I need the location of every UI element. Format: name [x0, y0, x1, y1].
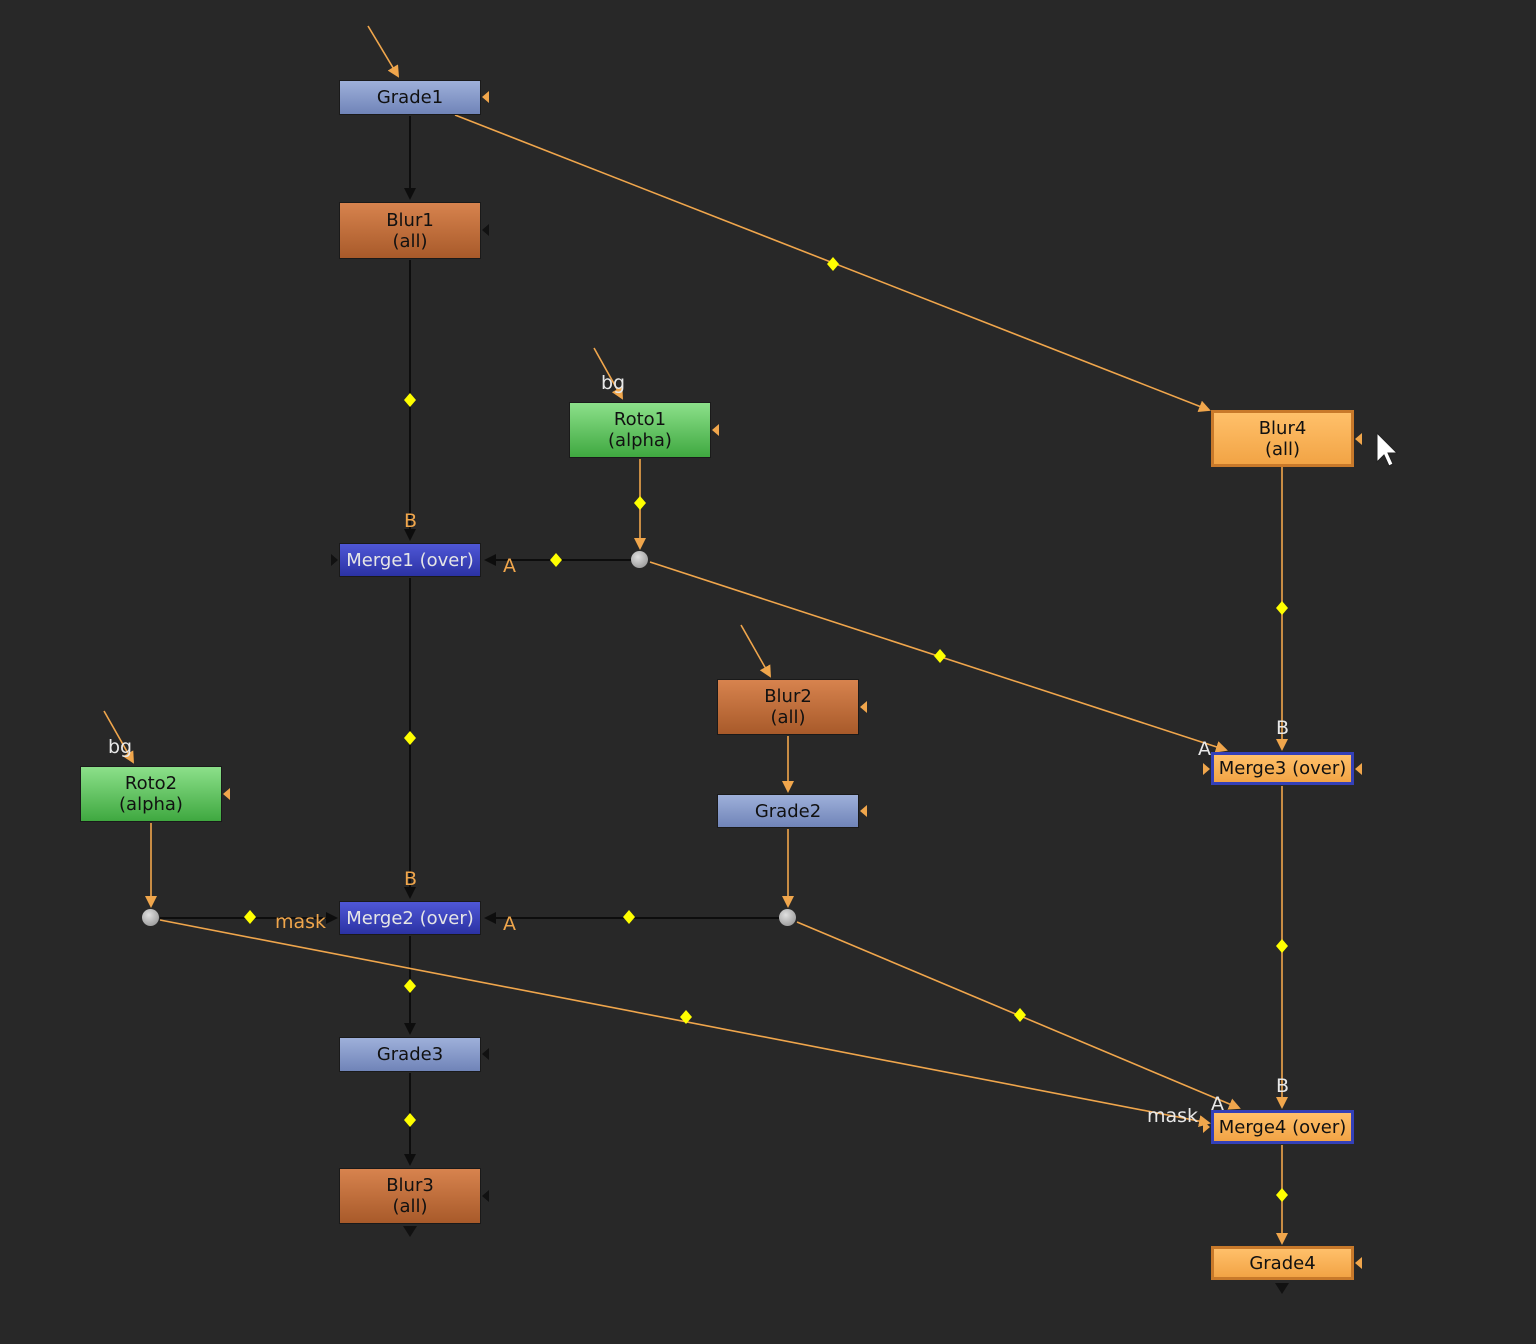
blur2-mask-input-arrow[interactable]: [860, 701, 867, 713]
node-roto1[interactable]: Roto1 (alpha): [569, 402, 711, 458]
pipe-elbow-handle[interactable]: [244, 910, 256, 924]
dot-node-roto2[interactable]: [142, 909, 159, 926]
merge1-a-input-label: A: [503, 555, 516, 577]
pipe-elbow-handle[interactable]: [404, 979, 416, 993]
node-blur3[interactable]: Blur3 (all): [339, 1168, 481, 1224]
node-grade4[interactable]: Grade4: [1211, 1246, 1354, 1280]
pipe-elbow-handle[interactable]: [1276, 939, 1288, 953]
pipe-elbow-handle[interactable]: [404, 731, 416, 745]
blur4-mask-input-arrow[interactable]: [1355, 433, 1362, 445]
node-grade1[interactable]: Grade1: [339, 80, 481, 115]
node-blur2[interactable]: Blur2 (all): [717, 679, 859, 735]
mouse-cursor-icon: [1376, 431, 1399, 467]
node-merge4[interactable]: Merge4 (over): [1211, 1110, 1354, 1144]
node-label: Merge2 (over): [346, 907, 474, 929]
pipe-elbow-handle[interactable]: [1014, 1008, 1026, 1022]
pipe-elbow-handle[interactable]: [1276, 1188, 1288, 1202]
node-label: Blur1 (all): [386, 209, 434, 252]
grade4-mask-input-arrow[interactable]: [1355, 1257, 1362, 1269]
node-label: Grade2: [754, 800, 822, 822]
blur3-mask-input-arrow[interactable]: [482, 1190, 489, 1202]
merge1-output-arrow[interactable]: [331, 554, 338, 566]
node-label: Blur3 (all): [386, 1175, 434, 1217]
grade1-mask-input-arrow[interactable]: [482, 91, 489, 103]
roto2-mask-input-arrow[interactable]: [223, 788, 230, 800]
roto2-bg-input-pipe[interactable]: [103, 710, 134, 764]
node-label: Grade1: [376, 87, 444, 108]
pipe-elbow-handle[interactable]: [404, 1113, 416, 1127]
roto1-bg-input-label: bg: [601, 372, 626, 394]
merge2-a-input-label: A: [503, 913, 516, 935]
node-label: Blur4 (all): [1258, 417, 1307, 460]
merge4-left-input-arrow[interactable]: [1203, 1121, 1210, 1133]
merge3-b-input-label: B: [1276, 717, 1290, 739]
merge2-b-input-label: B: [404, 868, 418, 890]
node-label: Grade3: [376, 1044, 444, 1065]
grade1-input-pipe[interactable]: [367, 25, 400, 78]
node-grade3[interactable]: Grade3: [339, 1037, 481, 1072]
pipe-elbow-handle[interactable]: [550, 553, 562, 567]
merge4-b-input-label: B: [1276, 1075, 1290, 1097]
node-merge2[interactable]: Merge2 (over): [339, 901, 481, 935]
pipe-elbow-handle[interactable]: [1276, 601, 1288, 615]
node-grade2[interactable]: Grade2: [717, 794, 859, 828]
roto1-mask-input-arrow[interactable]: [712, 424, 719, 436]
blur2-input-pipe[interactable]: [740, 624, 771, 678]
roto1-bg-input-pipe[interactable]: [593, 347, 623, 400]
grade3-mask-input-arrow[interactable]: [482, 1048, 489, 1060]
node-label: Grade4: [1249, 1252, 1316, 1274]
node-label: Blur2 (all): [764, 686, 812, 728]
roto2-bg-input-label: bg: [108, 736, 133, 758]
merge2-mask-input-label: mask: [275, 911, 327, 933]
pipe-elbow-handle[interactable]: [680, 1010, 692, 1024]
dot-node-roto1[interactable]: [631, 551, 648, 568]
merge4-a-input-label: A: [1211, 1093, 1224, 1115]
node-label: Merge3 (over): [1218, 758, 1347, 779]
grade2-mask-input-arrow[interactable]: [860, 805, 867, 817]
merge1-b-input-label: B: [404, 510, 418, 532]
grade4-output-arrow[interactable]: [1275, 1283, 1289, 1294]
blur3-output-arrow[interactable]: [403, 1226, 417, 1237]
node-merge1[interactable]: Merge1 (over): [339, 543, 481, 577]
blur1-mask-input-arrow[interactable]: [482, 224, 489, 236]
node-label: Merge4 (over): [1218, 1116, 1347, 1138]
pipe-elbow-handle[interactable]: [404, 393, 416, 407]
dot-node-grade2[interactable]: [779, 909, 796, 926]
pipe-elbow-handle[interactable]: [634, 496, 646, 510]
merge3-mask-input-arrow[interactable]: [1355, 763, 1362, 775]
node-label: Merge1 (over): [346, 549, 474, 571]
merge4-mask-input-label: mask: [1147, 1105, 1199, 1127]
merge3-a-input-label: A: [1198, 738, 1211, 760]
pipe-elbow-handle[interactable]: [934, 649, 946, 663]
node-blur4[interactable]: Blur4 (all): [1211, 410, 1354, 467]
node-label: Roto2 (alpha): [119, 773, 183, 815]
node-blur1[interactable]: Blur1 (all): [339, 202, 481, 259]
node-label: Roto1 (alpha): [608, 409, 672, 451]
merge3-left-input-arrow[interactable]: [1203, 763, 1210, 775]
node-roto2[interactable]: Roto2 (alpha): [80, 766, 222, 822]
pipe-elbow-handle[interactable]: [623, 910, 635, 924]
node-merge3[interactable]: Merge3 (over): [1211, 752, 1354, 785]
pipe-elbow-handle[interactable]: [827, 257, 839, 271]
